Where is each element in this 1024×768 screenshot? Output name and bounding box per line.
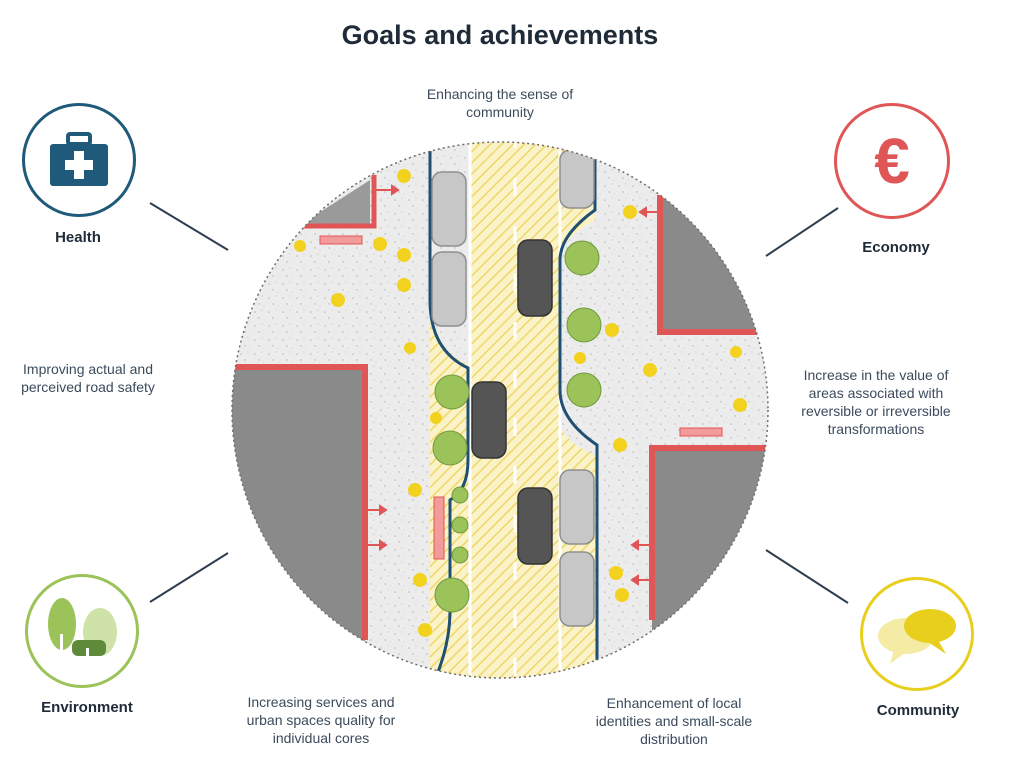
note-sense-of-community: Enhancing the sense of community [426, 86, 574, 120]
note-value-of-areas: Increase in the value of areas associate… [801, 367, 951, 437]
speech-bubbles-icon [878, 609, 956, 664]
first-aid-kit-icon [50, 132, 108, 186]
economy-label: Economy [862, 239, 930, 256]
environment-label: Environment [41, 699, 133, 716]
community-label: Community [876, 702, 960, 719]
trees-icon [48, 598, 117, 666]
health-badge [22, 103, 136, 217]
community-badge [860, 577, 974, 691]
note-road-safety: Improving actual and perceived road safe… [21, 361, 155, 395]
economy-badge: € [834, 103, 950, 219]
health-label: Health [55, 229, 101, 246]
euro-icon: € [874, 125, 910, 197]
note-local-identities: Enhancement of local identities and smal… [595, 695, 753, 747]
page-title: Goals and achievements [341, 20, 659, 50]
note-services-quality: Increasing services and urban spaces qua… [246, 694, 396, 746]
environment-badge [25, 574, 139, 688]
